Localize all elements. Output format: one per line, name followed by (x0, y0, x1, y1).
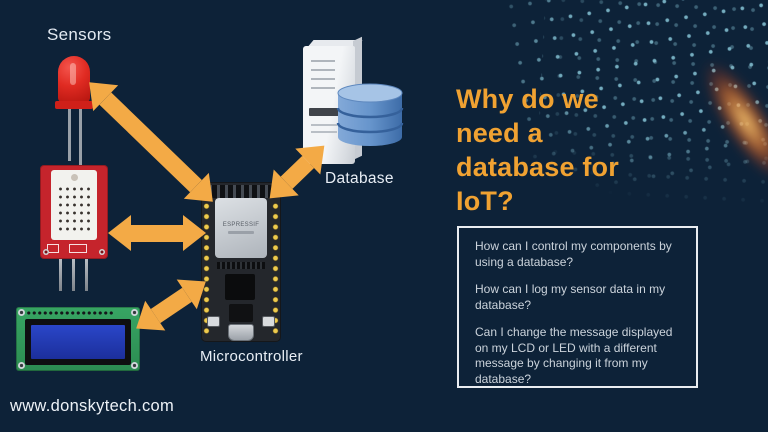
esp32-model-mark (228, 231, 254, 234)
esp32-antenna (209, 185, 273, 198)
server-drive-slot (309, 108, 341, 116)
dht22-silkscreen (69, 244, 87, 253)
dht22-housing (51, 170, 97, 240)
dht22-mounting-hole (99, 249, 105, 255)
led-icon (55, 56, 93, 174)
database-label: Database (325, 170, 394, 187)
esp32-usb-port (228, 324, 254, 341)
esp32-pin-row (271, 199, 280, 334)
sensors-label: Sensors (47, 25, 112, 44)
server-detail-lines (311, 124, 337, 138)
questions-box: How can I control my components by using… (457, 226, 698, 388)
led-leg (68, 109, 71, 161)
lcd-mounting-hole (131, 309, 138, 316)
esp32-button (262, 316, 275, 327)
esp32-header-strip (217, 262, 265, 269)
esp32-brand-text: ESPRESSIF (222, 222, 260, 228)
question-item: How can I log my sensor data in my datab… (475, 282, 666, 312)
led-flange (55, 101, 93, 109)
database-cylinder-icon (336, 83, 404, 146)
database-server-icon (303, 36, 405, 190)
lcd-screen (31, 325, 125, 359)
led-leg (79, 109, 82, 173)
page-title-line: Why do we (456, 84, 599, 114)
lcd-display-icon (16, 307, 140, 371)
dht22-mounting-hole (43, 249, 49, 255)
esp32-chip (225, 274, 255, 300)
dht22-pin (72, 259, 75, 291)
page-title-line: database for (456, 152, 619, 182)
dht22-pin (85, 259, 88, 291)
arrow-dht22-microcontroller (108, 215, 206, 251)
esp32-chip (229, 304, 253, 322)
dht22-sensor-icon (40, 165, 108, 293)
led-dome (58, 56, 90, 102)
esp32-board-icon: ESPRESSIF (201, 182, 281, 342)
lcd-pin-header (26, 310, 114, 316)
dht22-pin (59, 259, 62, 291)
page-title-line: need a (456, 118, 543, 148)
microcontroller-label: Microcontroller (200, 348, 303, 365)
page-title: Why do we need a database for IoT? (456, 82, 619, 218)
lcd-bezel (25, 319, 131, 365)
arrow-shaft (99, 92, 203, 192)
question-item: How can I control my components by using… (475, 239, 672, 269)
server-vents (311, 60, 335, 92)
website-url: www.donskytech.com (10, 397, 175, 415)
dht22-silkscreen (47, 244, 59, 253)
question-item: Can I change the message displayed on my… (475, 325, 673, 386)
dht22-pcb (40, 165, 108, 259)
arrow-shaft (131, 224, 183, 242)
lcd-mounting-hole (131, 362, 138, 369)
dht22-vent-grid (57, 185, 92, 231)
led-highlight (70, 63, 76, 85)
lcd-mounting-hole (18, 309, 25, 316)
server-tower (303, 46, 355, 164)
page-title-line: IoT? (456, 186, 514, 216)
esp32-pin-row (202, 199, 211, 334)
esp32-button (207, 316, 220, 327)
esp32-shield: ESPRESSIF (215, 198, 267, 258)
arrowhead (183, 215, 206, 251)
lcd-mounting-hole (18, 362, 25, 369)
arrowhead (108, 215, 131, 251)
dht22-logo-dot (70, 174, 78, 181)
